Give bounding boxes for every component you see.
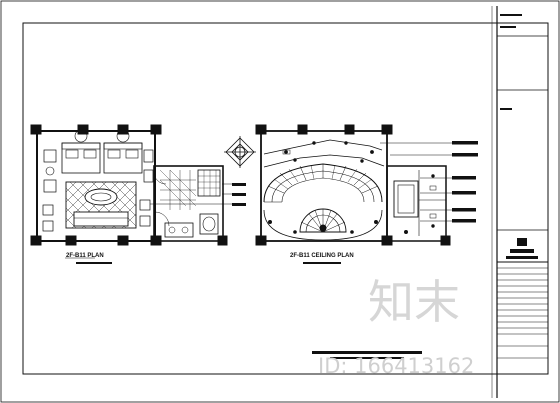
left-plan-caption: 2F-B11 PLAN [66,253,104,259]
watermark-brand: 知末 [368,275,460,329]
watermark-id: ID: 166413162 [318,354,474,378]
floor-plan [30,124,246,264]
compass-symbol [224,136,256,168]
right-plan-caption: 2F-B11 CEILING PLAN [290,253,354,259]
drawing-title-band [312,351,422,359]
watermark: 知末 ID: 166413162 [318,275,474,378]
ceiling-plan [255,124,478,264]
sheet-inner-border [22,22,549,375]
title-block [491,6,548,398]
